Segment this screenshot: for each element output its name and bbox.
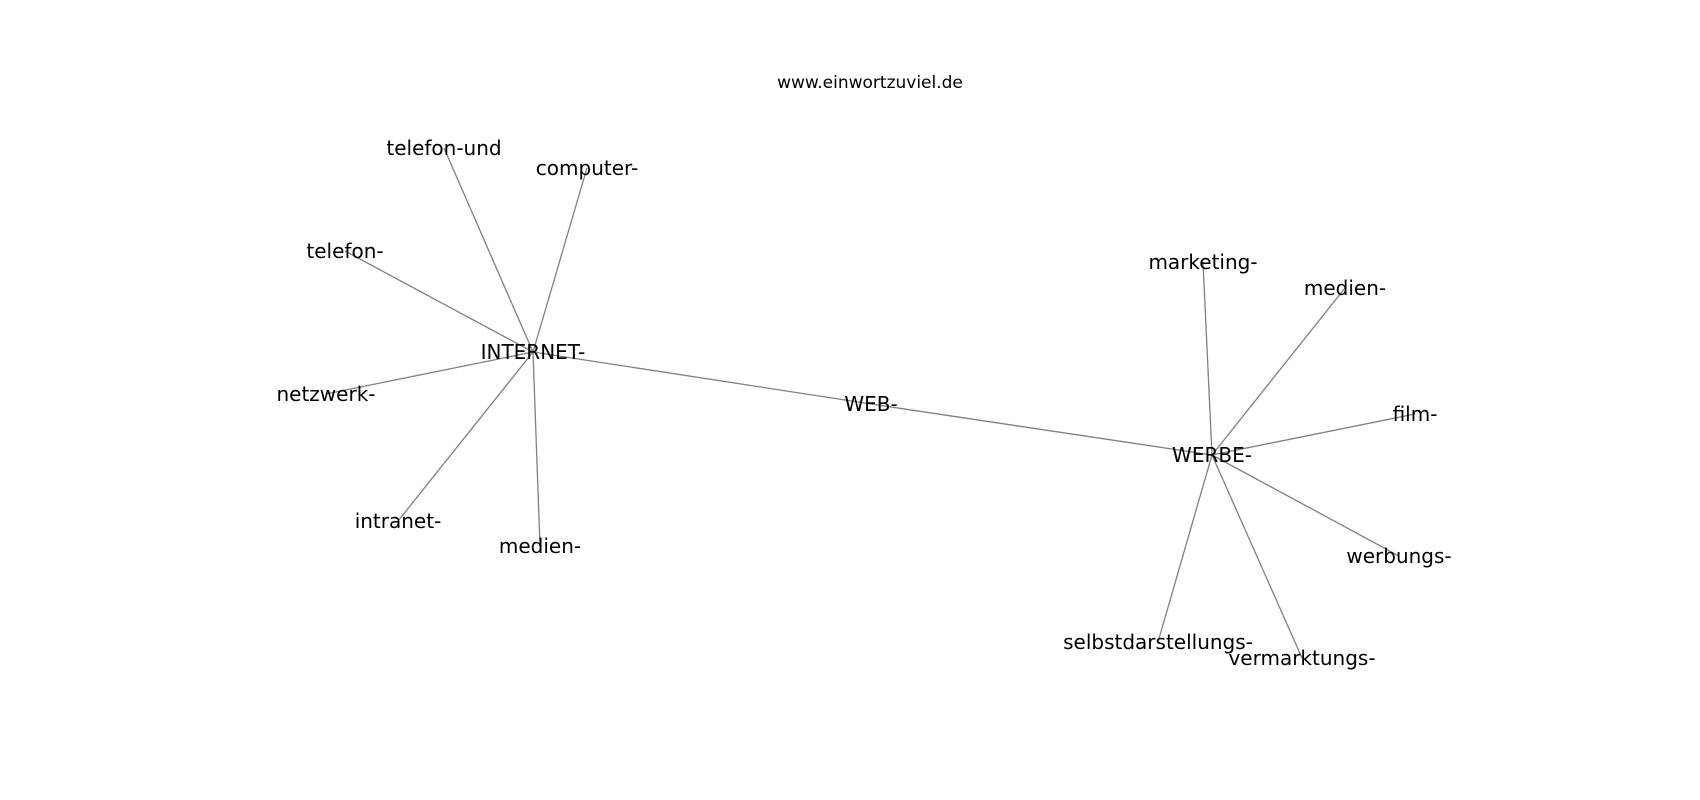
edge-internet-medien-internet (532, 351, 541, 547)
edge-werbe-selbstdarstellungs (1157, 454, 1213, 643)
node-label-werbungs: werbungs- (1346, 544, 1451, 568)
diagram-title: www.einwortzuviel.de (777, 73, 963, 93)
node-label-intranet: intranet- (355, 509, 442, 533)
node-label-netzwerk: netzwerk- (276, 382, 375, 406)
edge-werbe-vermarktungs (1211, 454, 1303, 659)
edge-internet-computer (532, 167, 588, 353)
node-label-telefon: telefon- (306, 239, 383, 263)
node-label-medien-internet: medien- (499, 534, 581, 558)
edge-internet-telefon-und (443, 147, 534, 353)
edge-web-werbe (870, 403, 1213, 456)
node-label-telefon-und: telefon-und (386, 136, 501, 160)
edge-internet-web (532, 351, 872, 405)
edge-internet-telefon (344, 250, 534, 353)
node-label-film: film- (1393, 402, 1438, 426)
edge-werbe-film (1211, 413, 1416, 456)
node-label-marketing: marketing- (1148, 250, 1257, 274)
edge-internet-intranet (397, 351, 534, 522)
node-label-vermarktungs: vermarktungs- (1228, 646, 1375, 670)
node-label-selbstdarstellungs: selbstdarstellungs- (1063, 630, 1253, 654)
node-label-werbe: WERBE- (1172, 443, 1252, 467)
edge-werbe-werbungs (1211, 454, 1400, 557)
edge-werbe-marketing (1202, 261, 1213, 456)
nodes-layer: WEB- INTERNET- WERBE-telefon-und computer-t… (276, 136, 1451, 670)
node-label-web: WEB- (844, 392, 897, 416)
edges-layer (325, 147, 1416, 659)
edge-internet-netzwerk (325, 351, 534, 395)
edge-werbe-medien-werbe (1211, 287, 1346, 456)
node-label-computer: computer- (536, 156, 638, 180)
node-label-internet: INTERNET- (481, 340, 586, 364)
node-label-medien-werbe: medien- (1304, 276, 1386, 300)
